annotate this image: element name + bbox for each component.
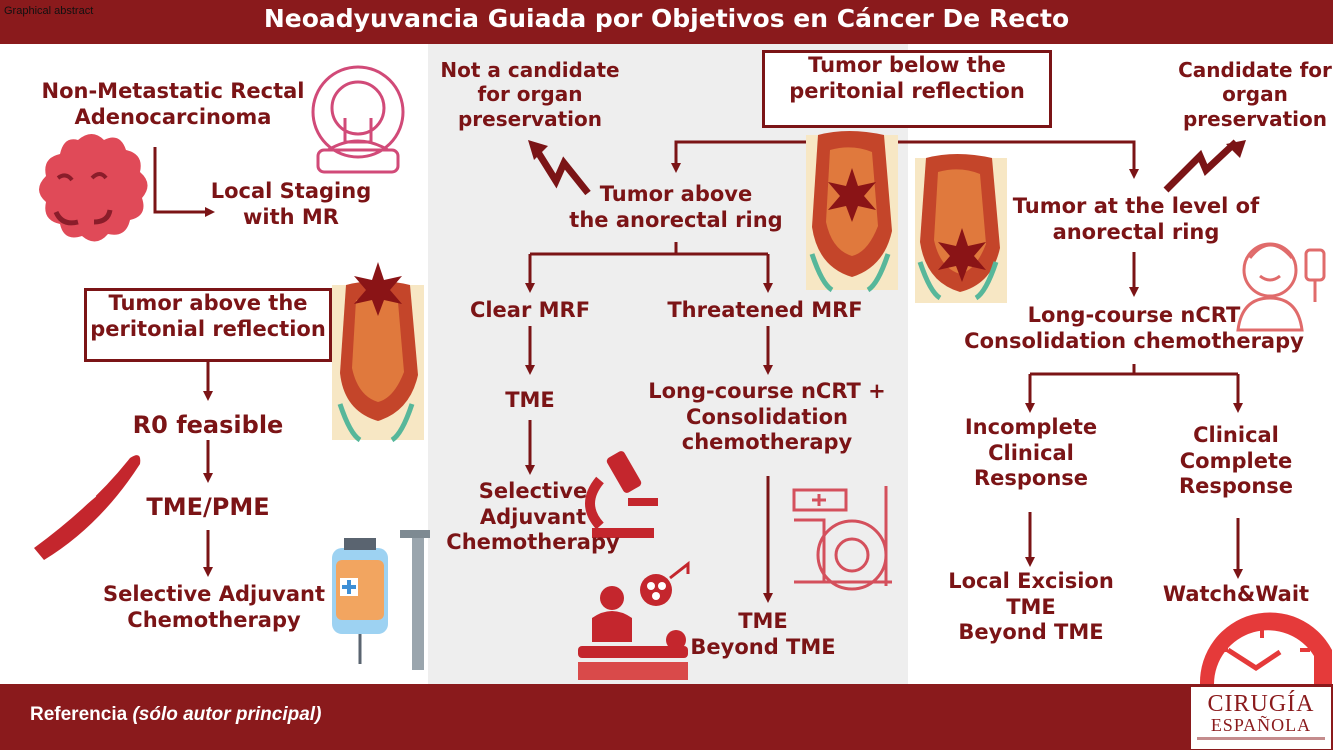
- logo-line-2: ESPAÑOLA: [1210, 715, 1312, 735]
- microscope-icon: [585, 451, 658, 538]
- tumor-at-ring-label: Tumor at the level of anorectal ring: [1012, 194, 1260, 244]
- tme-beyond-label: TME Beyond TME: [690, 609, 836, 659]
- clock-icon: [1199, 612, 1332, 684]
- rectal-tumor-illustration-middle: [806, 131, 898, 293]
- logo-rule: [1197, 737, 1325, 740]
- clear-mrf-label: Clear MRF: [469, 298, 591, 322]
- tumor-below-peritoneal-box: Tumor below the peritonial reflection: [762, 50, 1052, 128]
- incomplete-response-label: Incomplete Clinical Response: [964, 415, 1098, 491]
- cancer-cell-icon: [39, 134, 148, 242]
- patient-icon: [1236, 242, 1326, 332]
- rectal-tumor-illustration-right: [915, 154, 1007, 303]
- radiotherapy-machine-icon: [792, 486, 892, 591]
- not-candidate-label: Not a candidate for organ preservation: [440, 58, 620, 131]
- tme-label: TME: [505, 388, 555, 412]
- zigzag-arrow-candidate-icon: [1163, 139, 1246, 193]
- surgery-icon: [578, 560, 690, 680]
- flow-arrows: [153, 140, 1243, 603]
- rectal-tumor-illustration-left: [332, 262, 424, 443]
- local-excision-label: Local Excision TME Beyond TME: [948, 569, 1114, 645]
- reference-note: (sólo autor principal): [132, 704, 322, 725]
- selective-adjuvant-label: Selective Adjuvant Chemotherapy: [102, 582, 326, 632]
- r0-feasible-label: R0 feasible: [132, 411, 284, 439]
- reference-text: Referencia (sólo autor principal): [30, 704, 321, 726]
- complete-response-label: Clinical Complete Response: [1178, 423, 1294, 499]
- title-bar: [0, 0, 1333, 44]
- long-course-right-label: Long-course nCRT Consolidation chemother…: [964, 303, 1304, 353]
- selective-adjuvant-middle-label: Selective Adjuvant Chemotherapy: [446, 479, 620, 555]
- iv-drip-icon: [332, 530, 430, 670]
- reference-label: Referencia: [30, 704, 128, 725]
- tumor-above-ring-label: Tumor above the anorectal ring: [569, 182, 783, 232]
- journal-logo: CIRUGÍA ESPAÑOLA: [1190, 686, 1332, 750]
- threatened-mrf-label: Threatened MRF: [667, 298, 863, 322]
- page-title: Neoadyuvancia Guiada por Objetivos en Cá…: [263, 4, 1070, 33]
- watch-and-wait-label: Watch&Wait: [1162, 582, 1310, 606]
- zigzag-arrow-not-candidate-icon: [528, 140, 591, 196]
- graphical-abstract-tag: Graphical abstract: [4, 5, 94, 17]
- footer-bar: [0, 684, 1333, 750]
- diagnosis-label: Non-Metastatic Rectal Adenocarcinoma: [41, 79, 305, 129]
- long-course-consolidation-label: Long-course nCRT + Consolidation chemoth…: [648, 379, 886, 455]
- local-staging-label: Local Staging with MR: [210, 179, 372, 229]
- tumor-above-peritoneal-box: Tumor above the peritonial reflection: [84, 288, 332, 362]
- tme-pme-label: TME/PME: [146, 493, 270, 521]
- candidate-label: Candidate for organ preservation: [1178, 58, 1332, 131]
- mri-scanner-icon: [311, 65, 405, 174]
- scalpel-icon: [34, 455, 141, 560]
- logo-line-1: CIRUGÍA: [1207, 691, 1315, 717]
